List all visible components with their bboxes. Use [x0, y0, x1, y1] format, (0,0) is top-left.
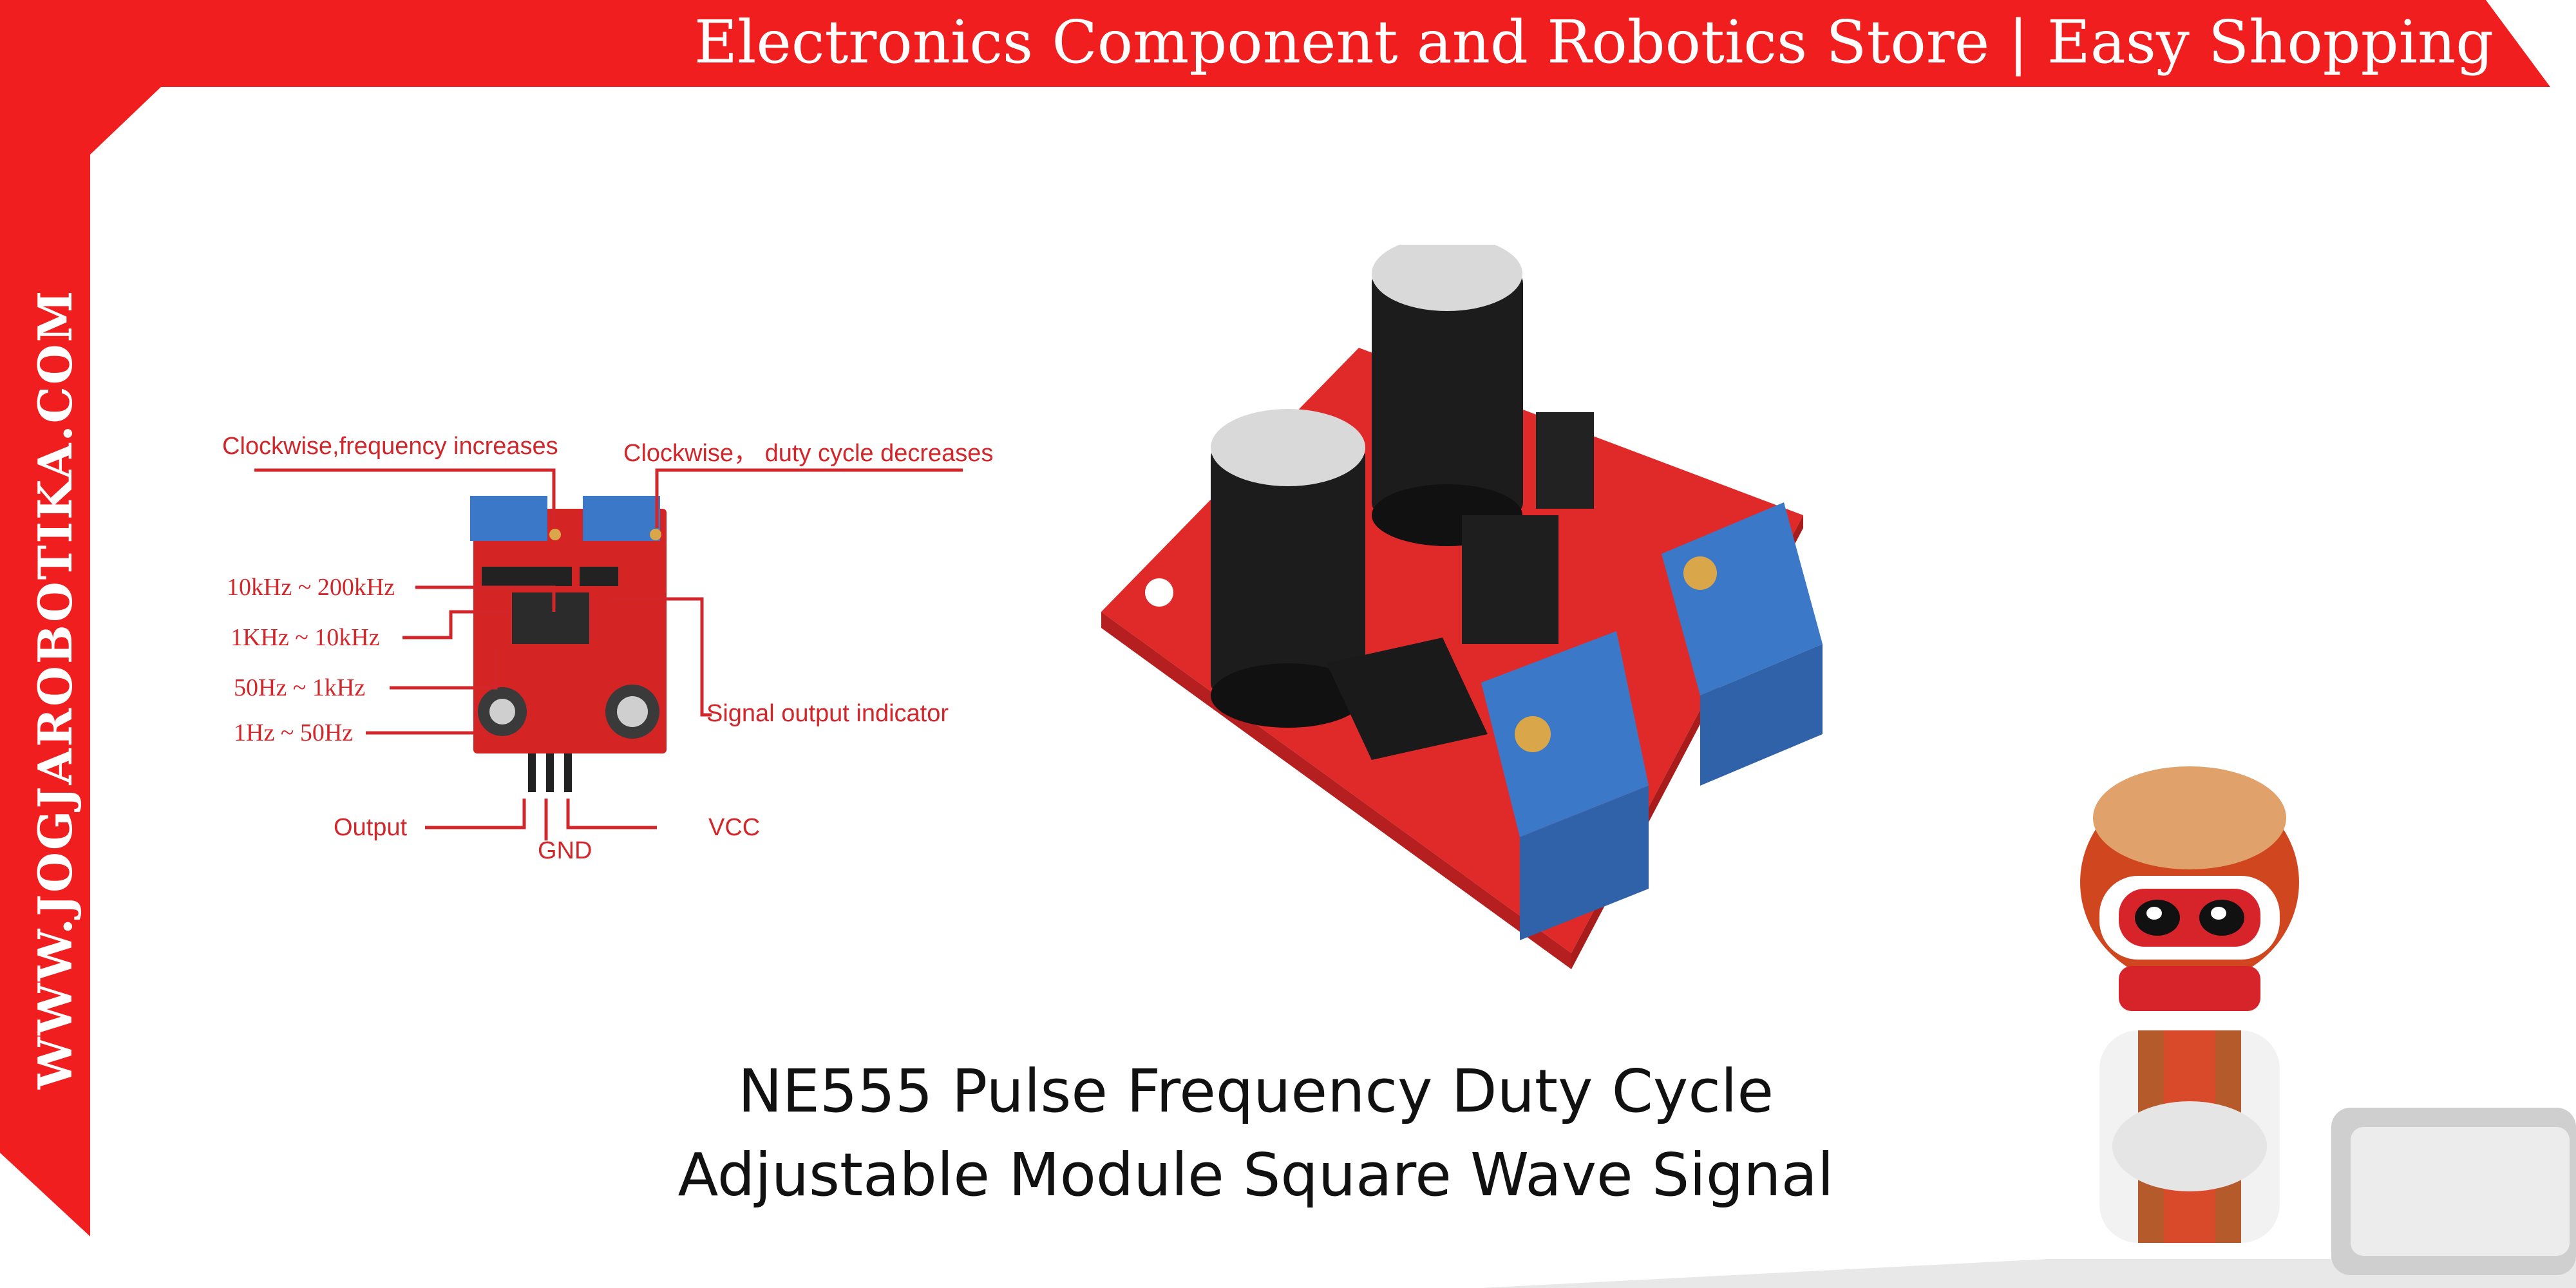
product-photo [1101, 245, 1823, 969]
mascot-robot-icon [2080, 766, 2576, 1275]
label-duty-pot: Clockwise， duty cycle decreases [623, 440, 994, 467]
label-pin-output: Output [334, 814, 408, 841]
site-url-vertical: WWW.JOGJAROBOTIKA.COM [27, 289, 82, 1090]
label-signal-indicator: Signal output indicator [706, 700, 949, 727]
label-pin-gnd: GND [538, 837, 592, 864]
label-range-1-50: 1Hz ~ 50Hz [234, 719, 354, 746]
label-range-1k-10k: 1KHz ~ 10kHz [231, 624, 380, 651]
product-title-line2: Adjustable Module Square Wave Signal [677, 1141, 1834, 1209]
product-title-line1: NE555 Pulse Frequency Duty Cycle [737, 1057, 1774, 1126]
product-title: NE555 Pulse Frequency Duty Cycle Adjusta… [580, 1050, 1932, 1217]
label-frequency-pot: Clockwise,frequency increases [222, 433, 558, 460]
label-range-50-1k: 50Hz ~ 1kHz [234, 674, 366, 701]
module-diagram-board [254, 468, 963, 840]
label-pin-vcc: VCC [708, 814, 761, 841]
label-range-10k-200k: 10kHz ~ 200kHz [227, 574, 395, 601]
store-tagline: Electronics Component and Robotics Store… [694, 7, 2494, 77]
